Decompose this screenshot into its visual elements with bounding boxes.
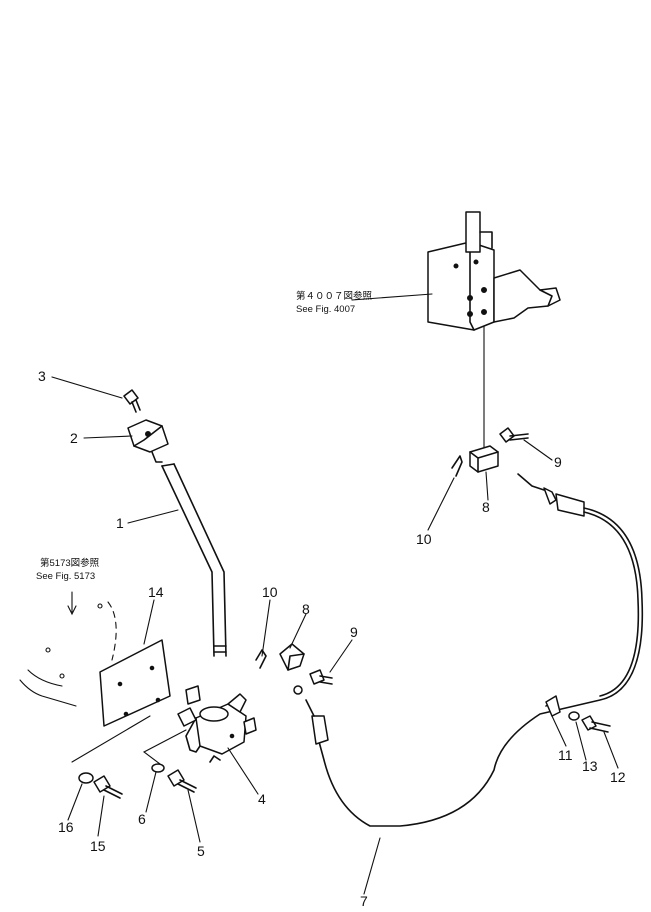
mounting-plate: [99, 639, 171, 727]
cable-clamp: [545, 695, 561, 717]
bolt-upper: [499, 427, 529, 443]
callout-7: 7: [360, 893, 368, 907]
callout-labels: 1 2 3 4 5 6 7 8 8 9 9 10 10 11 12 13 14 …: [38, 368, 626, 909]
clip-upper: [469, 445, 499, 473]
cotter-pin-upper: [451, 455, 463, 477]
bolt-15: [93, 775, 123, 799]
callout-6: 6: [138, 811, 146, 827]
callout-3: 3: [38, 368, 46, 384]
clip-lower: [279, 643, 305, 671]
callout-4: 4: [258, 791, 266, 807]
ref-4007-en: See Fig. 4007: [296, 304, 355, 315]
callout-16: 16: [58, 819, 74, 835]
callout-15: 15: [90, 838, 106, 854]
callout-9-upper: 9: [554, 454, 562, 470]
callout-8-upper: 8: [482, 499, 490, 515]
plate-to-washer-leader: [71, 715, 187, 765]
lever-knob: [127, 419, 169, 463]
callout-1: 1: [116, 515, 124, 531]
shift-lever-body: [177, 685, 257, 763]
bolt-lower: [309, 669, 333, 685]
callout-10-lower: 10: [262, 584, 278, 600]
gear-lever: [161, 463, 227, 657]
figure-references: 第４００７図参照 See Fig. 4007 第5173図参照 See Fig.…: [36, 290, 373, 582]
callout-9-lower: 9: [350, 624, 358, 640]
callout-11: 11: [558, 747, 573, 763]
cotter-pin-lower: [255, 649, 267, 669]
callout-10-upper: 10: [416, 531, 432, 547]
bolt-12: [581, 715, 611, 733]
bolt-5: [167, 769, 197, 793]
bracket-reference-leader: [351, 293, 433, 301]
leader-lines: [51, 376, 619, 895]
ref-5173-en: See Fig. 5173: [36, 571, 95, 582]
ref-4007-jp: 第４００７図参照: [296, 290, 373, 302]
callout-12: 12: [610, 769, 626, 785]
callout-8-lower: 8: [302, 601, 310, 617]
ref-5173-jp: 第5173図参照: [40, 557, 100, 569]
washer-16: [78, 772, 94, 784]
washer-6: [151, 763, 165, 773]
callout-2: 2: [70, 430, 78, 446]
callout-5: 5: [197, 843, 205, 859]
bracket-assembly: [427, 211, 561, 331]
callout-14: 14: [148, 584, 164, 600]
frame-outline: [19, 591, 117, 707]
knob-bolt: [123, 389, 141, 413]
callout-13: 13: [582, 758, 598, 774]
washer-13: [568, 711, 580, 721]
control-cable: [293, 473, 644, 827]
